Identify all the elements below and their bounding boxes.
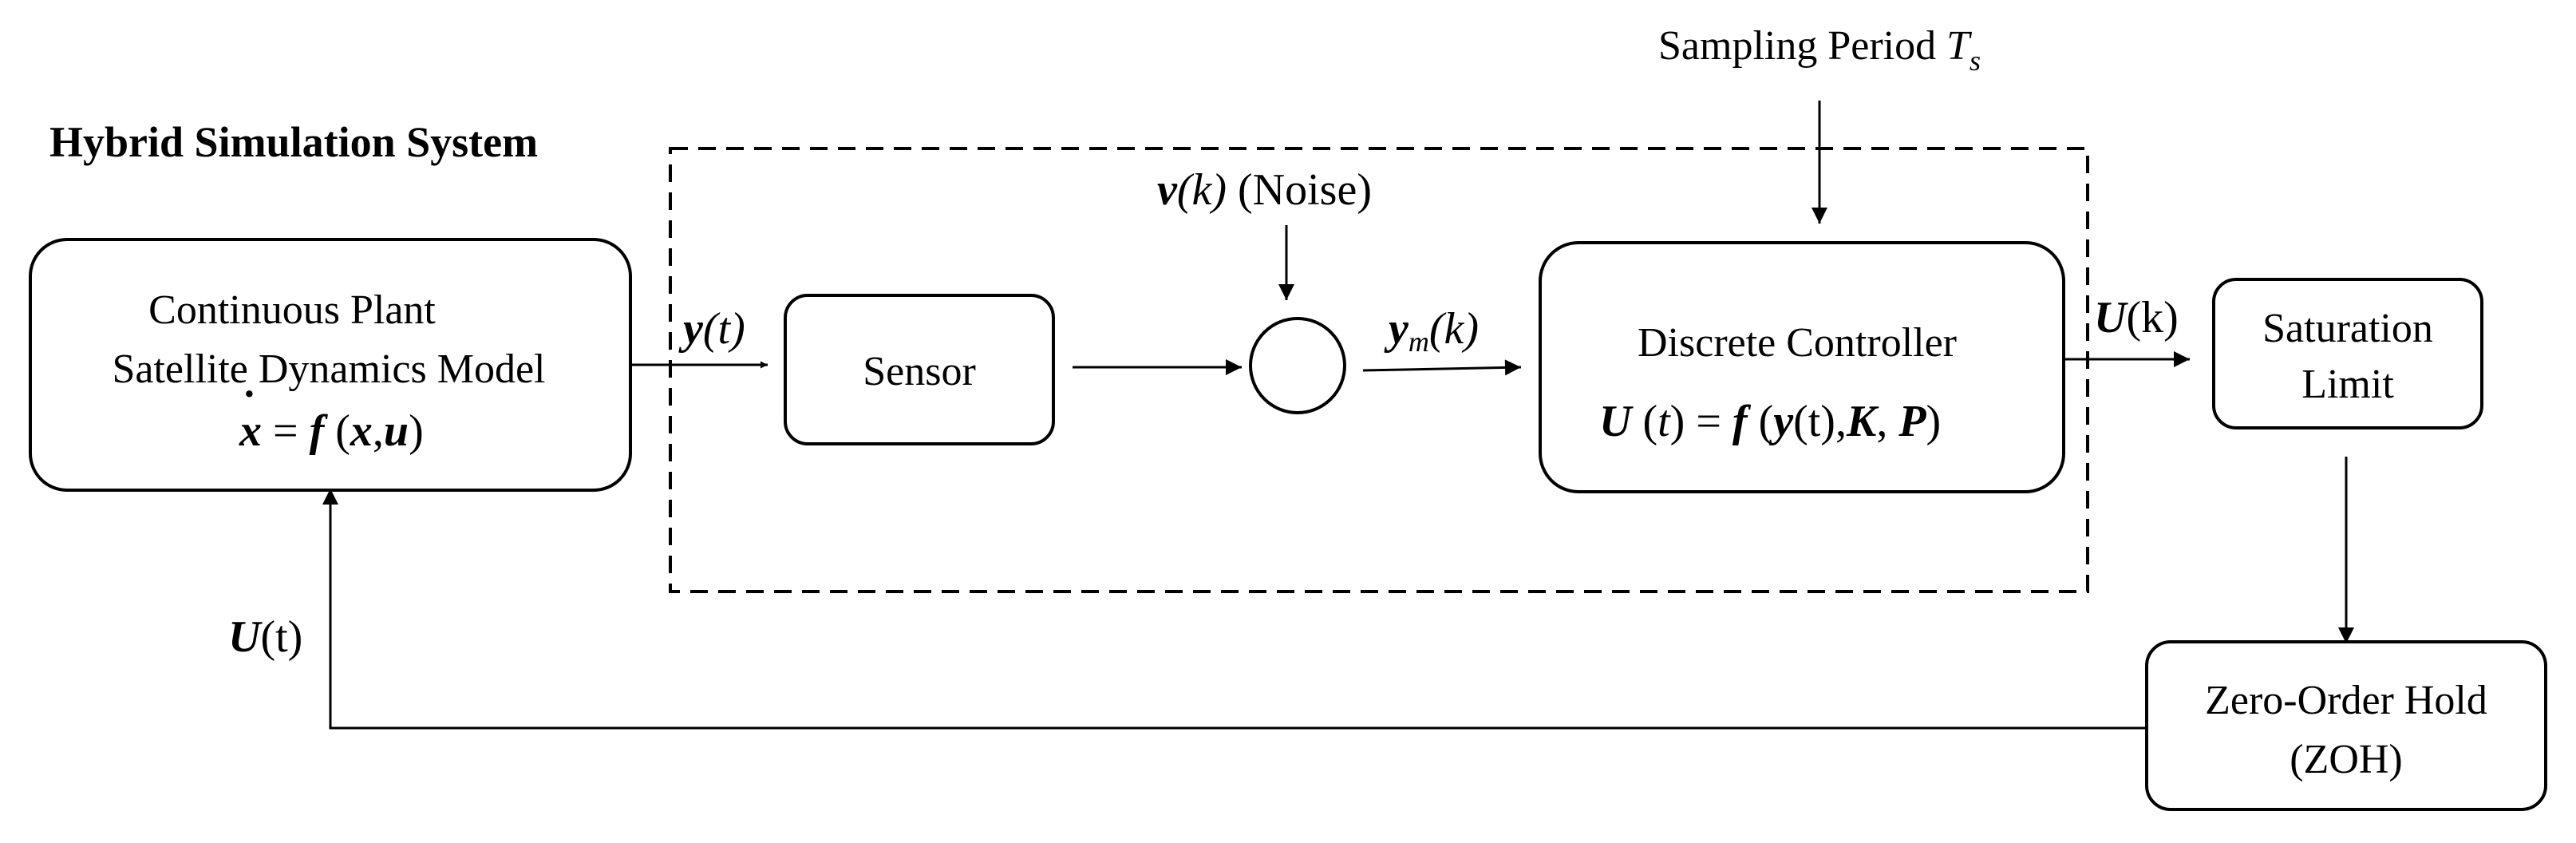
signal-y-m-k: ym(k) bbox=[1384, 304, 1479, 358]
controller-equation: U (t) = f (y(t),K, P) bbox=[1599, 397, 1941, 446]
system-title: Hybrid Simulation System bbox=[49, 118, 538, 166]
plant-equation: x = f (x,u) bbox=[239, 406, 424, 456]
plant-derivative-dot: ˙ bbox=[242, 382, 257, 432]
feedback-arrow-zoh-to-plant bbox=[322, 489, 2147, 730]
sensor-label: Sensor bbox=[863, 349, 976, 394]
zoh-label-line2: (ZOH) bbox=[2290, 737, 2403, 782]
arrow-junction-to-controller bbox=[1362, 359, 1522, 376]
summing-junction bbox=[1249, 317, 1346, 414]
signal-noise: v(k) (Noise) bbox=[1157, 165, 1372, 215]
signal-u-k: U(k) bbox=[2094, 293, 2179, 342]
controller-label: Discrete Controller bbox=[1638, 320, 1957, 366]
zoh-label-line1: Zero-Order Hold bbox=[2205, 678, 2487, 723]
zoh-block bbox=[2145, 640, 2547, 811]
saturation-block bbox=[2212, 278, 2483, 429]
plant-title: Continuous Plant bbox=[148, 287, 436, 333]
sensor-block bbox=[784, 294, 1055, 445]
saturation-label-line1: Saturation bbox=[2262, 306, 2433, 351]
discrete-region-boundary bbox=[669, 147, 2089, 593]
signal-y-t: y(t) bbox=[678, 304, 745, 354]
signal-u-t: U(t) bbox=[228, 612, 302, 662]
sampling-period-label: Sampling Period Ts bbox=[1658, 23, 1981, 77]
discrete-controller-block bbox=[1539, 241, 2065, 493]
plant-subtitle: Satellite Dynamics Model bbox=[112, 346, 545, 392]
saturation-label-line2: Limit bbox=[2301, 362, 2394, 407]
